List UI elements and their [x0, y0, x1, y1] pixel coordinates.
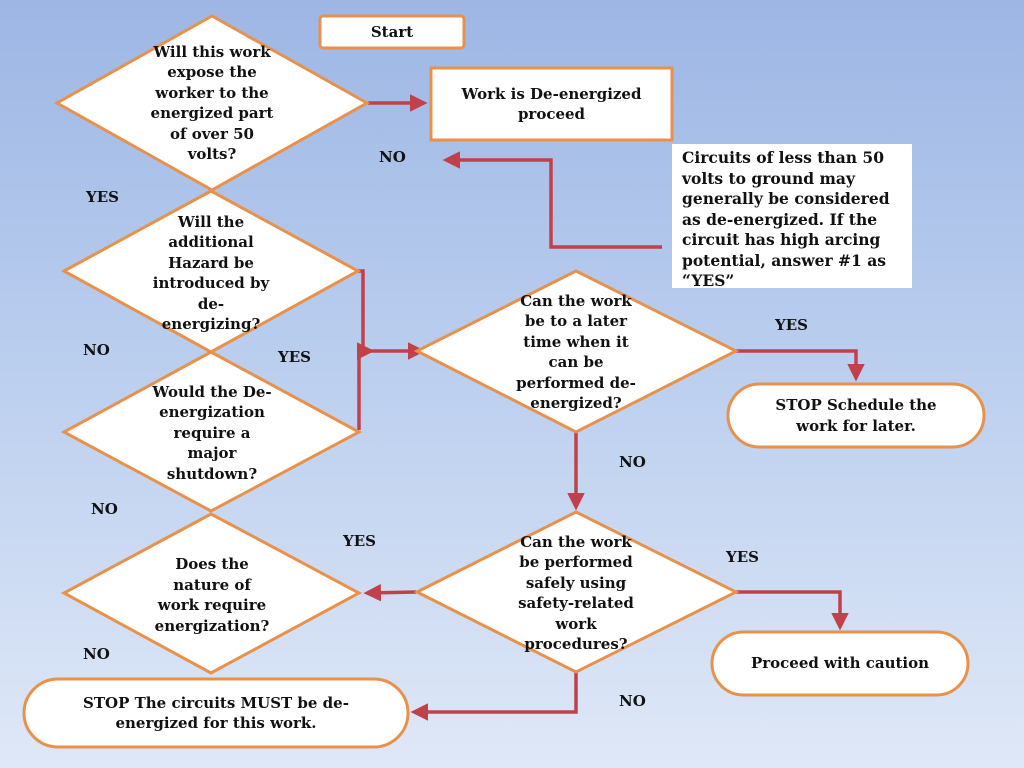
proceed-caution-text: Proceed with caution [750, 654, 930, 673]
decision-q3-text: Would the De- energization require a maj… [152, 382, 272, 483]
stop-schedule-text: STOP Schedule the work for later. [775, 396, 937, 435]
decision-q5-text: Can the work be to a later time when it … [516, 291, 636, 413]
decision-q4 [60, 512, 363, 675]
deenergized-box [429, 66, 674, 142]
label-no-top: NO [379, 148, 406, 166]
stop-circuits-text: STOP The circuits MUST be de- energized … [83, 693, 349, 733]
connector-q6-yes-left [363, 583, 417, 602]
decision-q5 [413, 269, 740, 434]
decision-q3 [60, 350, 363, 513]
label-no-q5: NO [619, 453, 646, 471]
label-yes-q6-right: YES [726, 548, 759, 566]
connector-q5-yes [735, 349, 865, 382]
start-box [318, 14, 466, 50]
decision-q6-text: Can the work be performed safely using s… [518, 532, 634, 654]
connector-note-to-no [442, 151, 662, 249]
label-no-q4: NO [83, 645, 110, 663]
connector-q6-no [410, 672, 578, 721]
label-no-q3: NO [91, 500, 118, 518]
decision-q1-text: Will this work expose the worker to the … [150, 42, 274, 164]
connector-q2-to-q5 [355, 269, 375, 360]
proceed-caution-terminal [710, 630, 970, 697]
voltage-note: Circuits of less than 50 volts to ground… [672, 144, 912, 290]
deenergized-text: Work is De-energized proceed [461, 84, 642, 124]
connector-q3-to-q5 [357, 342, 426, 430]
decision-q2-text: Will the additional Hazard be introduced… [152, 212, 270, 334]
stop-circuits-terminal [22, 677, 410, 749]
stop-schedule-terminal [726, 382, 986, 449]
label-yes-q1: YES [86, 188, 119, 206]
start-label: Start [370, 22, 414, 41]
label-yes-q5: YES [775, 316, 808, 334]
label-yes-q6-left: YES [343, 532, 376, 550]
label-no-q2: NO [83, 341, 110, 359]
decision-q6 [413, 510, 740, 674]
connector-q6-yes-right [735, 590, 849, 631]
label-no-q6: NO [619, 692, 646, 710]
decision-q4-text: Does the nature of work require energiza… [154, 555, 270, 635]
label-yes-q2: YES [278, 348, 311, 366]
